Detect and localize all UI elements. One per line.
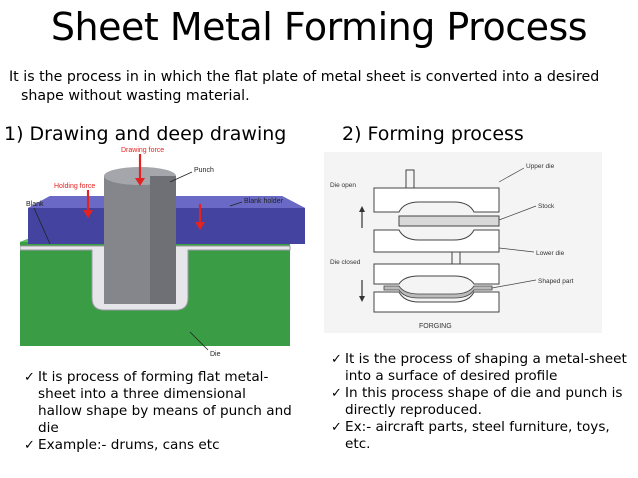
upper-die-open — [373, 187, 500, 213]
shaped-part-leader — [491, 279, 537, 289]
lower-die-leader — [498, 247, 535, 253]
punch-leader — [169, 171, 193, 183]
open-arrowhead — [359, 206, 365, 212]
label-die-closed: Die closed — [330, 259, 361, 266]
punch-shade — [150, 176, 176, 304]
intro-line-1: It is the process in in which the flat p… — [9, 69, 600, 85]
drawing-force-arrowhead — [135, 178, 145, 186]
forming-bullet: In this process shape of die and punch i… — [331, 385, 631, 419]
forging-diagram: Die open Die closed Upper die Stock Lowe… — [324, 152, 602, 333]
deep-drawing-diagram: Drawing force Punch Holding force Blank … — [20, 147, 305, 358]
label-blank-holder: Blank holder — [244, 198, 284, 205]
label-lower-die: Lower die — [536, 250, 565, 257]
heading-drawing: 1) Drawing and deep drawing — [4, 123, 287, 145]
intro-line-2: shape without wasting material. — [21, 88, 250, 104]
stock-leader — [498, 205, 537, 221]
label-upper-die: Upper die — [526, 163, 555, 170]
intro-text: It is the process in in which the flat p… — [9, 68, 634, 106]
label-punch: Punch — [194, 167, 214, 174]
holding-force-arrowhead-left — [83, 210, 93, 218]
stock-bar — [398, 215, 500, 227]
upper-die-closed — [373, 263, 500, 285]
forming-bullet: Ex:- aircraft parts, steel furniture, to… — [331, 419, 631, 453]
lower-die-open — [373, 229, 500, 253]
label-die: Die — [210, 351, 221, 358]
blank-holder-leader — [229, 201, 243, 207]
label-drawing-force: Drawing force — [121, 147, 164, 154]
forming-bullet-list: It is the process of shaping a metal-she… — [331, 351, 631, 453]
label-forging-caption: FORGING — [419, 323, 452, 330]
heading-forming: 2) Forming process — [342, 123, 524, 145]
holding-force-arrowhead-right — [195, 222, 205, 230]
blank-leader — [33, 207, 51, 245]
forming-bullet: It is the process of shaping a metal-she… — [331, 351, 631, 385]
label-blank: Blank — [26, 201, 44, 208]
label-shaped-part: Shaped part — [538, 278, 574, 285]
label-die-open: Die open — [330, 182, 356, 189]
slide-title: Sheet Metal Forming Process — [50, 5, 588, 49]
label-stock: Stock — [538, 203, 555, 210]
drawing-bullet-list: It is process of forming flat metal-shee… — [24, 369, 294, 454]
drawing-bullet: It is process of forming flat metal-shee… — [24, 369, 294, 437]
lower-die-closed — [373, 291, 500, 313]
drawing-bullet: Example:- drums, cans etc — [24, 437, 294, 454]
upper-die-leader — [498, 167, 525, 183]
die-leader — [189, 331, 209, 351]
label-holding-force: Holding force — [54, 183, 95, 190]
shaped-part — [383, 285, 493, 299]
closed-arrowhead — [359, 296, 365, 302]
